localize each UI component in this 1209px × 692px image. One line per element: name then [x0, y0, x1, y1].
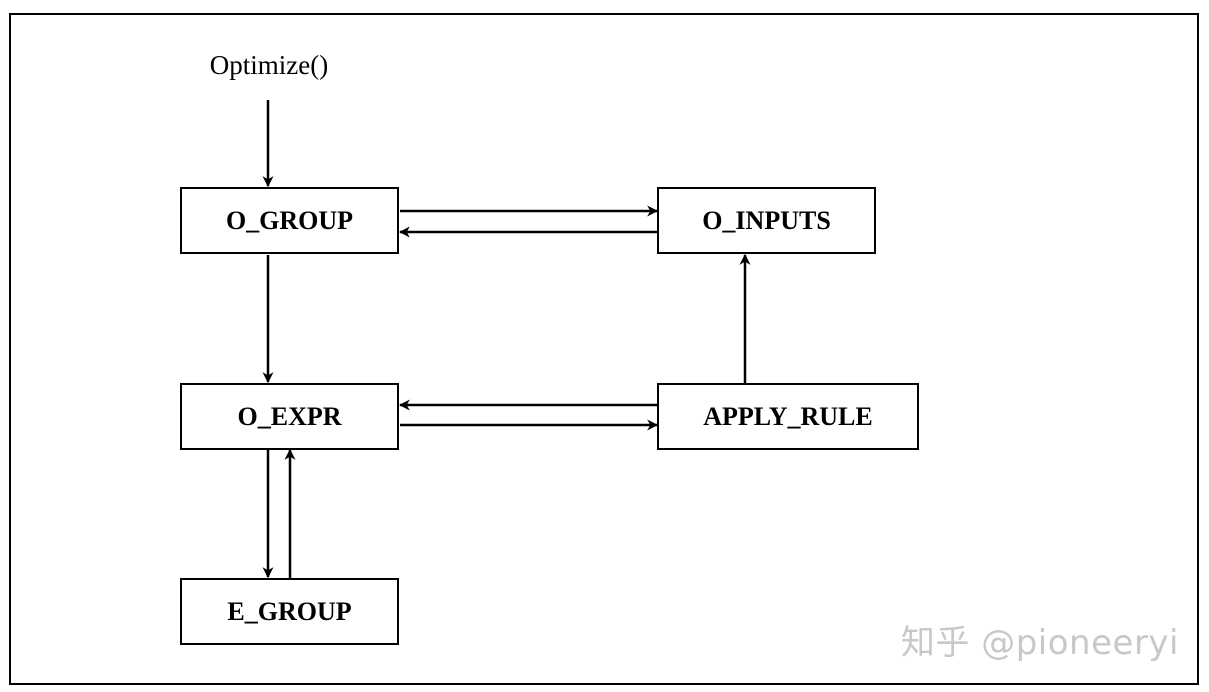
- diagram-frame: [9, 13, 1199, 685]
- node-o-expr: O_EXPR: [180, 383, 399, 450]
- node-o-inputs: O_INPUTS: [657, 187, 876, 254]
- watermark-text: 知乎 @pioneeryi: [900, 623, 1179, 663]
- node-apply-rule: APPLY_RULE: [657, 383, 919, 450]
- node-o-group: O_GROUP: [180, 187, 399, 254]
- node-e-group: E_GROUP: [180, 578, 399, 645]
- entry-label-optimize: Optimize(): [209, 50, 329, 80]
